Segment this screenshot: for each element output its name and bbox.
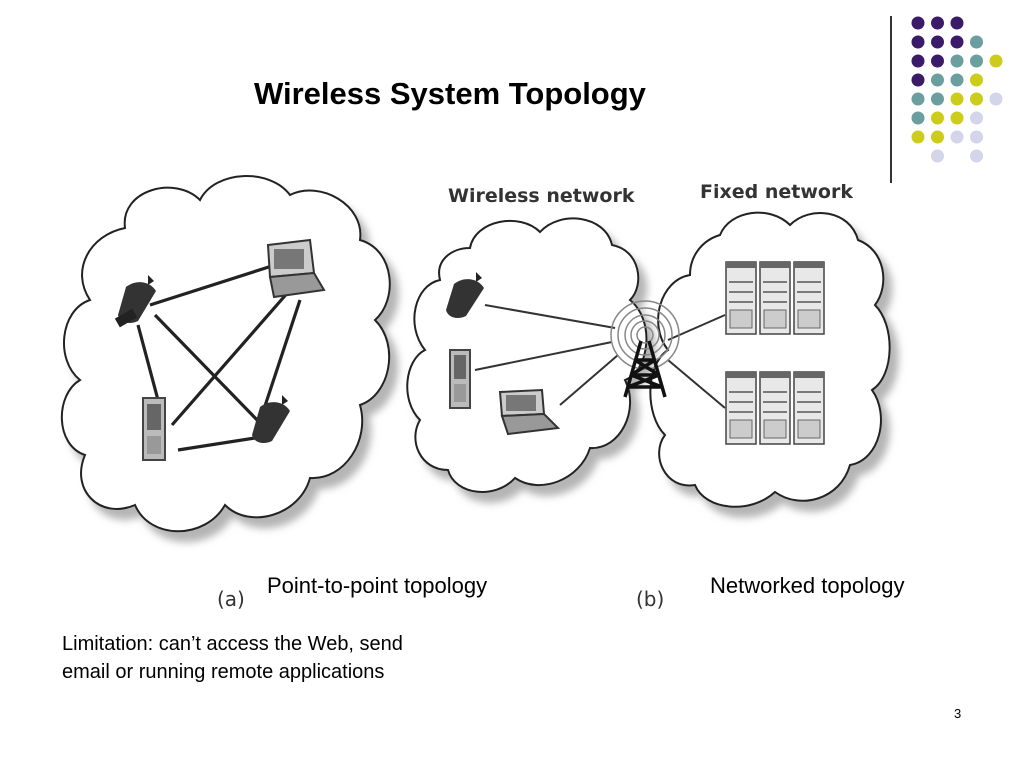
decorative-dot — [931, 35, 944, 49]
label-fixed-network: Fixed network — [700, 181, 853, 203]
decorative-dot — [911, 73, 925, 87]
decorative-dot — [970, 92, 983, 106]
decorative-dot — [931, 73, 944, 87]
decorative-dot — [931, 130, 944, 144]
cell-phone-icon-3 — [446, 272, 484, 318]
label-wireless-network: Wireless network — [448, 185, 635, 207]
laptop-icon — [266, 238, 326, 299]
decorative-dot — [931, 149, 944, 163]
decorative-dot — [931, 92, 944, 106]
decorative-dot — [970, 35, 983, 49]
label-b: (b) — [636, 587, 664, 611]
decorative-dot-grid — [911, 16, 1003, 163]
decorative-dot — [950, 54, 964, 68]
decorative-dot — [911, 92, 925, 106]
decorative-dot — [911, 54, 925, 68]
point-to-point-links — [136, 263, 302, 452]
cloud-point-to-point — [60, 175, 391, 533]
decorative-dot — [931, 111, 944, 125]
decorative-dot — [911, 130, 925, 144]
server-icon — [725, 371, 757, 445]
decorative-dot — [950, 92, 964, 106]
server-racks — [725, 261, 825, 445]
caption-point-to-point: Point-to-point topology — [267, 573, 488, 598]
decorative-dot — [950, 111, 964, 125]
page-number: 3 — [954, 706, 962, 721]
decorative-dot — [989, 54, 1003, 68]
limitation-text: Limitation: can’t access the Web, send e… — [62, 630, 482, 686]
pda-icon — [142, 397, 166, 461]
topology-diagram: Wireless network Fixed network (a) (b) — [60, 175, 891, 611]
cloud-wireless-network — [406, 217, 648, 493]
decorative-dot — [911, 16, 925, 30]
decorative-dot — [989, 92, 1003, 106]
decorative-dot — [950, 73, 964, 87]
pda-icon-2 — [449, 349, 471, 409]
cell-phone-icon-2 — [252, 395, 290, 443]
limitation-line-1: Limitation: can’t access the Web, send — [62, 633, 403, 655]
cloud-fixed-network — [649, 211, 891, 508]
server-icon — [759, 261, 791, 335]
decorative-divider — [890, 16, 892, 183]
page-title: Wireless System Topology — [254, 76, 646, 111]
decorative-dot — [970, 54, 983, 68]
decorative-dot — [931, 16, 944, 30]
server-icon — [793, 261, 825, 335]
laptop-icon-2 — [498, 388, 561, 436]
wireless-network-links — [474, 304, 726, 409]
cell-phone-icon — [114, 275, 156, 328]
decorative-dot — [931, 54, 944, 68]
limitation-line-2: email or running remote applications — [62, 661, 385, 683]
decorative-dot — [970, 73, 983, 87]
caption-networked: Networked topology — [710, 573, 905, 598]
base-station-tower-icon — [610, 300, 680, 398]
server-icon — [725, 261, 757, 335]
decorative-dot — [970, 149, 983, 163]
server-icon — [759, 371, 791, 445]
decorative-dot — [950, 35, 964, 49]
decorative-dot — [970, 130, 983, 144]
decorative-dot — [911, 111, 925, 125]
decorative-dot — [950, 16, 964, 30]
decorative-dot — [950, 130, 964, 144]
label-a: (a) — [217, 587, 245, 611]
decorative-dot — [911, 35, 925, 49]
decorative-dot — [970, 111, 983, 125]
server-icon — [793, 371, 825, 445]
